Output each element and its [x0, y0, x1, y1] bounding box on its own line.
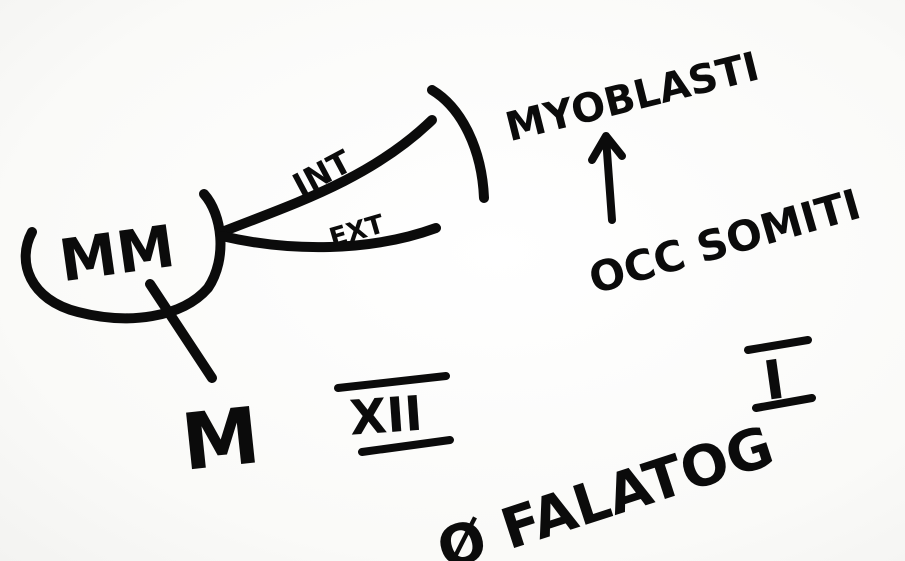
right-bracket: [427, 85, 489, 203]
mm-label: MM: [55, 212, 179, 295]
falatog-label: Ø FALATOG: [430, 414, 782, 561]
m-label: M: [178, 391, 265, 489]
occ-somiti-label: OCC SOMITI: [584, 179, 866, 303]
xii-label: XII: [348, 386, 424, 447]
descender-line: [145, 279, 217, 383]
myoblasti-label: MYOBLASTI: [501, 44, 764, 151]
mm-bracket: [20, 189, 226, 324]
up-arrow-icon: [588, 132, 626, 224]
xii-overline: [334, 372, 450, 392]
lower-branch-line: [217, 223, 441, 253]
numeral-underline: [752, 394, 816, 412]
upper-branch-line: [217, 115, 437, 237]
xii-underline: [358, 436, 454, 456]
numeral-overline: [744, 336, 812, 354]
